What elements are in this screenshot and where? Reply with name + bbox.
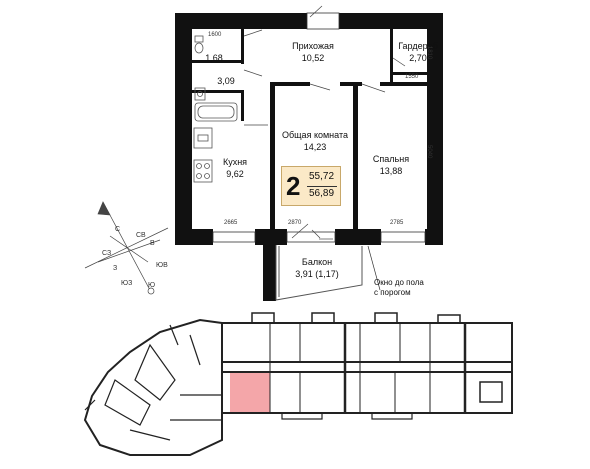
wardrobe-area: 2,70 bbox=[409, 53, 427, 63]
compass-ne: СВ bbox=[136, 232, 146, 239]
hallway-name: Прихожая bbox=[292, 41, 334, 51]
apartment-walls bbox=[175, 13, 443, 301]
window-note-line2: с порогом bbox=[374, 288, 411, 297]
kitchen-name: Кухня bbox=[222, 157, 248, 167]
wardrobe-label: Гардероб 2,70 bbox=[393, 40, 443, 64]
hallway-area: 10,52 bbox=[301, 53, 325, 63]
dim-bedroom-width: 2785 bbox=[390, 220, 404, 226]
bedroom-name: Спальня bbox=[372, 154, 410, 164]
kitchen-label: Кухня 9,62 bbox=[215, 156, 255, 180]
bathroom-area: 3,09 bbox=[217, 76, 235, 86]
bathtub-fixture bbox=[194, 102, 238, 122]
balcony-label: Балкон 3,91 (1,17) bbox=[284, 256, 350, 280]
compass-w: З bbox=[113, 265, 118, 272]
compass-rose bbox=[84, 201, 169, 295]
bedroom-area: 13,88 bbox=[379, 166, 403, 176]
kitchen-area: 9,62 bbox=[226, 169, 244, 179]
bedroom-label: Спальня 13,88 bbox=[366, 153, 416, 177]
living-room-name: Общая комната bbox=[282, 130, 348, 140]
door-swings bbox=[243, 5, 406, 240]
hallway-label: Прихожая 10,52 bbox=[283, 40, 343, 64]
window-note-leader bbox=[367, 245, 381, 291]
wardrobe-name: Гардероб bbox=[398, 41, 438, 51]
toilet-fixture bbox=[194, 35, 204, 54]
total-area: 56,89 bbox=[309, 188, 335, 199]
dim-living-width: 2870 bbox=[288, 220, 302, 226]
dim-kitchen-width: 2665 bbox=[224, 220, 238, 226]
living-area: 55,72 bbox=[309, 171, 335, 182]
rooms-count: 2 bbox=[286, 171, 301, 201]
area-badge: 2 55,72 56,89 bbox=[281, 166, 341, 206]
compass-sw: ЮЗ bbox=[121, 280, 133, 287]
living-room-area: 14,23 bbox=[303, 142, 327, 152]
badge-separator bbox=[307, 186, 337, 187]
building-key-plan bbox=[83, 312, 513, 456]
compass-e: В bbox=[150, 240, 155, 247]
windows bbox=[212, 12, 426, 243]
wc-label: 1,68 bbox=[199, 52, 229, 64]
dim-wc-width: 1600 bbox=[208, 32, 222, 38]
compass-s: Ю bbox=[148, 282, 156, 289]
window-note: Окно до пола с порогом bbox=[374, 278, 444, 298]
dim-wardrobe-height: 1810 bbox=[426, 46, 432, 60]
wc-area: 1,68 bbox=[205, 53, 223, 63]
living-room-label: Общая комната 14,23 bbox=[275, 129, 355, 153]
window-note-line1: Окно до пола bbox=[374, 278, 424, 287]
dim-wardrobe-width: 1550 bbox=[405, 74, 419, 80]
balcony-area: 3,91 (1,17) bbox=[295, 269, 339, 279]
sink-fixture bbox=[194, 87, 206, 101]
balcony-name: Балкон bbox=[301, 257, 333, 267]
compass-se: ЮВ bbox=[156, 262, 168, 269]
balcony-outline bbox=[275, 245, 363, 301]
compass-n: С bbox=[115, 226, 121, 233]
bathroom-label: 3,09 bbox=[211, 75, 241, 87]
highlighted-apartment bbox=[230, 372, 270, 412]
compass-nw: СЗ bbox=[102, 250, 112, 257]
dim-bedroom-height: 5040 bbox=[426, 145, 432, 159]
stove-fixture bbox=[193, 127, 213, 183]
